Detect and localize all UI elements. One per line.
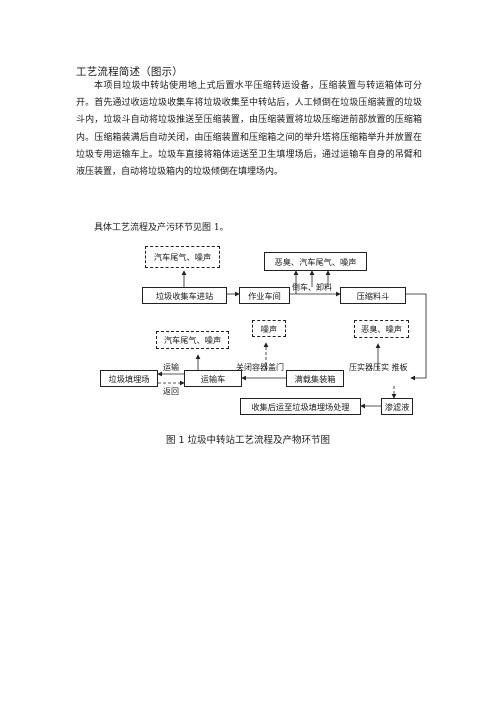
full-container-box: 满载集装箱 <box>286 370 344 387</box>
landfill-box: 垃圾填埋场 <box>100 370 158 387</box>
leachate-box: 渗滤液 <box>381 398 413 415</box>
figure-caption: 图 1 垃圾中转站工艺流程及产物环节图 <box>165 435 331 446</box>
figure-reference: 具体工艺流程及产污环节见图 1。 <box>94 223 229 233</box>
dump-label: 倒车、卸料 <box>292 283 332 292</box>
workshop-box: 作业车间 <box>239 287 290 304</box>
odor-noise-box: 恶臭、噪声 <box>354 320 409 338</box>
section-heading: 工艺流程简述（图示） <box>76 66 183 78</box>
transport-truck-box: 运输车 <box>184 370 242 387</box>
return-label: 返回 <box>163 387 179 396</box>
leachate-processing-box: 收集后运至垃圾填埋场处理 <box>240 398 361 415</box>
noise-box: 噪声 <box>252 320 286 337</box>
odor-exhaust-noise-box: 恶臭、汽车尾气、噪声 <box>264 252 367 271</box>
transport-label: 运输 <box>163 363 179 372</box>
vehicle-exhaust-noise-mid: 汽车尾气、噪声 <box>156 331 229 349</box>
vehicle-exhaust-noise-top: 汽车尾气、噪声 <box>145 246 220 268</box>
press-label: 压实器压实 推板 <box>349 363 408 372</box>
compress-hopper-box: 压缩料斗 <box>340 287 406 304</box>
collection-truck-box: 垃圾收集车进站 <box>142 287 227 304</box>
process-description: 本项目垃圾中转站使用地上式后置水平压缩转运设备，压缩装置与转运箱体可分开。首先通… <box>76 81 422 178</box>
close-door-label: 关闭容器盖门 <box>236 363 284 372</box>
